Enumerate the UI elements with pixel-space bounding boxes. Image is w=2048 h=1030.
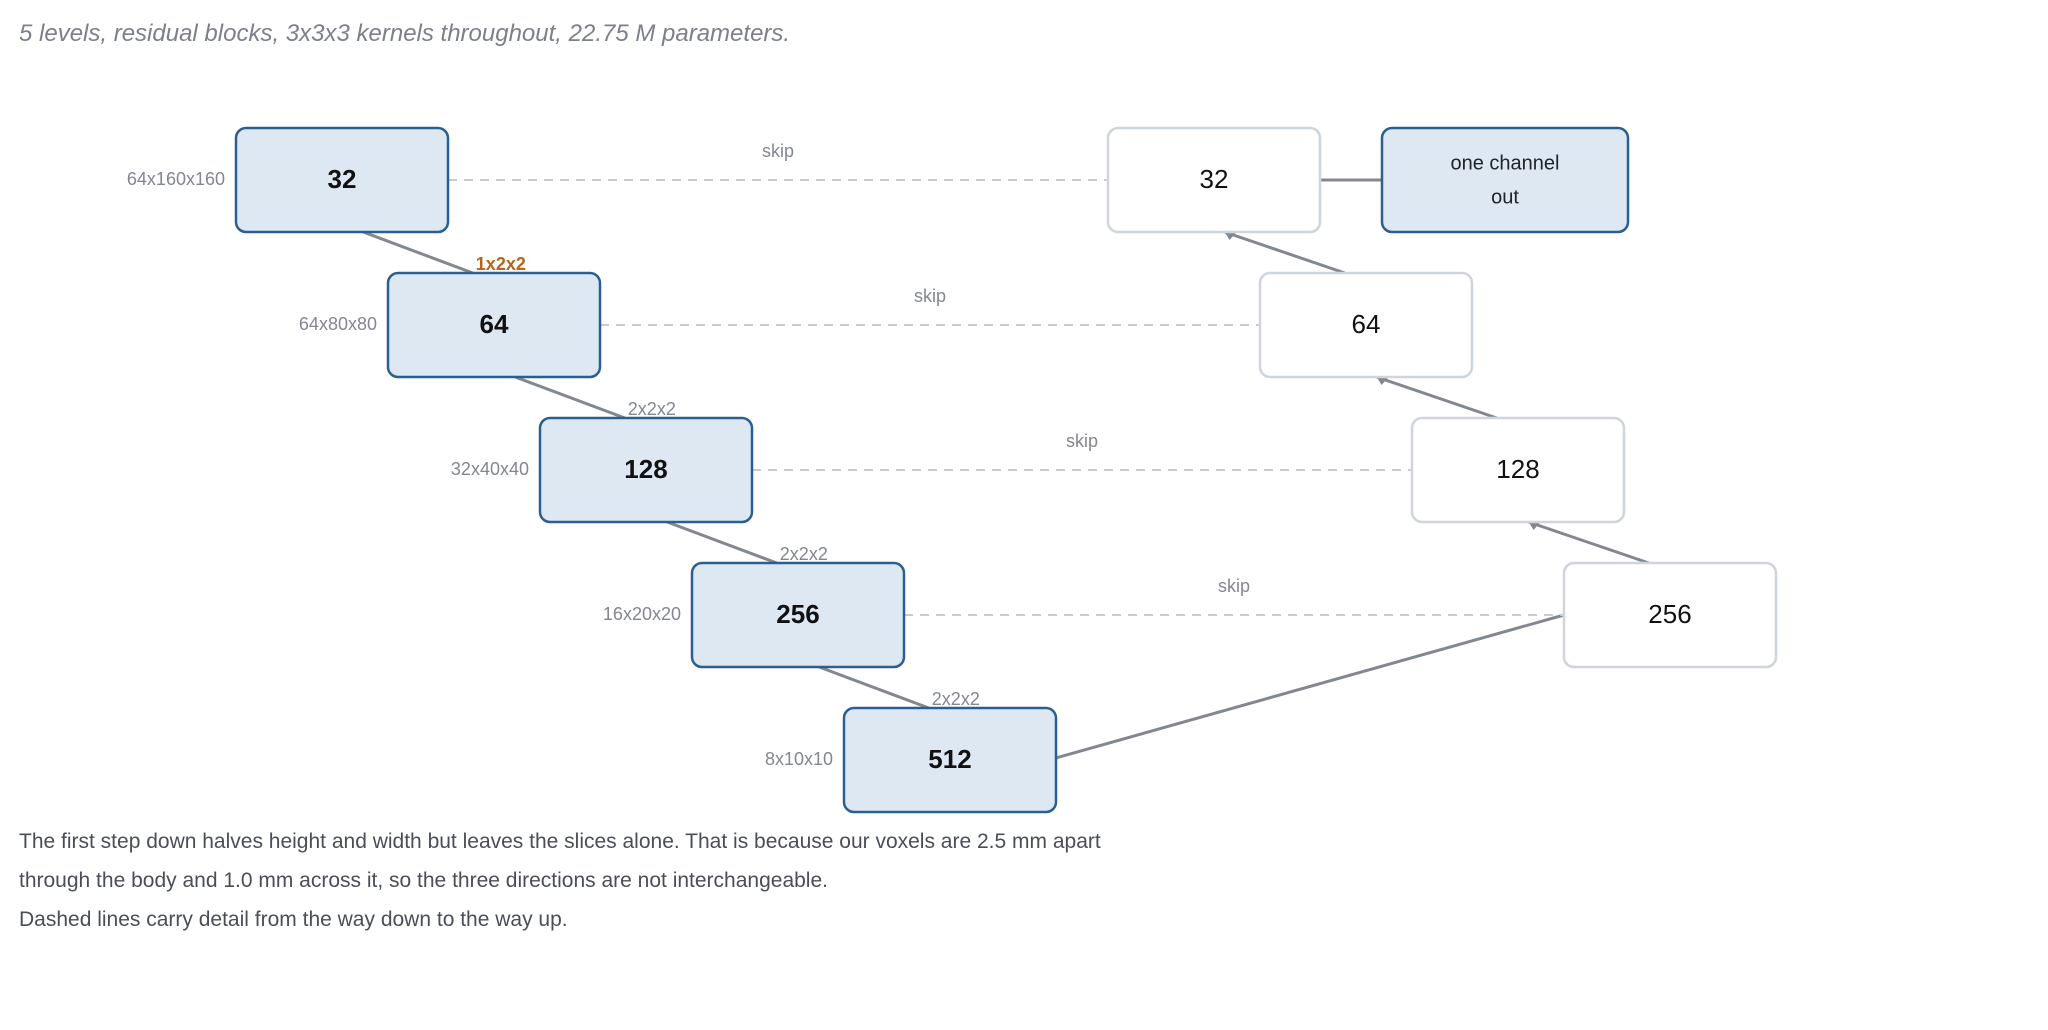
- description-line: The first step down halves height and wi…: [19, 830, 1101, 853]
- encoder-channels: 128: [624, 454, 667, 484]
- up-connector: [1224, 230, 1346, 275]
- encoder-block: [690, 561, 906, 669]
- decoder-channels: 64: [1352, 309, 1381, 339]
- down-connector: [514, 375, 626, 420]
- downsample-label: 2x2x2: [932, 689, 980, 709]
- decoder-block: [1258, 271, 1474, 379]
- arrow-head-icon: [1376, 377, 1388, 385]
- diagram-description: The first step down halves height and wi…: [19, 822, 1101, 939]
- encoder-block: [386, 271, 602, 379]
- tensor-shape-label: 64x160x160: [127, 169, 225, 189]
- down-connector: [666, 520, 778, 565]
- bottleneck-connector: [1055, 613, 1565, 760]
- decoder-channels: 32: [1200, 164, 1229, 194]
- output-label: out: [1491, 186, 1519, 208]
- arrow-head-icon: [1224, 232, 1236, 240]
- skip-label: skip: [1066, 431, 1098, 451]
- encoder-block: [234, 126, 450, 234]
- encoder-channels: 32: [328, 164, 357, 194]
- encoder-channels: 256: [776, 599, 819, 629]
- down-connector: [362, 230, 474, 275]
- downsample-label: 1x2x2: [476, 254, 526, 274]
- output-label: one channel: [1451, 152, 1560, 174]
- skip-label: skip: [914, 286, 946, 306]
- decoder-channels: 128: [1496, 454, 1539, 484]
- downsample-label: 2x2x2: [780, 544, 828, 564]
- tensor-shape-label: 64x80x80: [299, 314, 377, 334]
- arrow-head-icon: [1528, 522, 1540, 530]
- tensor-shape-label: 16x20x20: [603, 604, 681, 624]
- encoder-block: [842, 706, 1058, 814]
- description-line: Dashed lines carry detail from the way d…: [19, 908, 568, 931]
- skip-label: skip: [1218, 576, 1250, 596]
- decoder-block: [1562, 561, 1778, 669]
- decoder-block: [1106, 126, 1322, 234]
- description-line: through the body and 1.0 mm across it, s…: [19, 869, 828, 892]
- encoder-channels: 512: [928, 744, 971, 774]
- decoder-block: [1410, 416, 1626, 524]
- tensor-shape-label: 32x40x40: [451, 459, 529, 479]
- encoder-channels: 64: [480, 309, 509, 339]
- output-block: [1380, 126, 1630, 234]
- diagram-caption: 5 levels, residual blocks, 3x3x3 kernels…: [19, 20, 791, 47]
- up-connector: [1528, 520, 1650, 565]
- up-connector: [1376, 375, 1498, 420]
- decoder-channels: 256: [1648, 599, 1691, 629]
- downsample-label: 2x2x2: [628, 399, 676, 419]
- encoder-block: [538, 416, 754, 524]
- tensor-shape-label: 8x10x10: [765, 749, 833, 769]
- skip-label: skip: [762, 141, 794, 161]
- down-connector: [818, 665, 930, 710]
